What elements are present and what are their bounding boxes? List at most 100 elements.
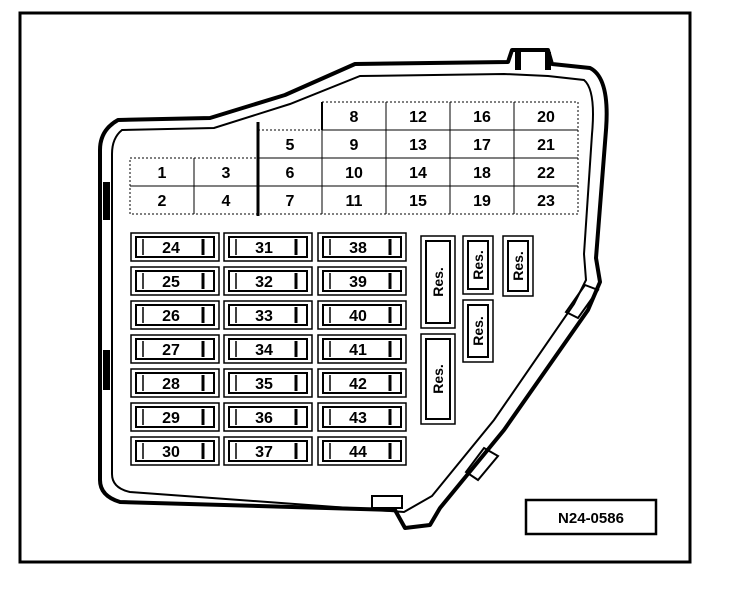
fuse-body bbox=[228, 304, 308, 326]
relay-number: 9 bbox=[350, 137, 359, 154]
fuse-body bbox=[322, 236, 402, 258]
fuse-body bbox=[135, 304, 215, 326]
reserve-label: Res. bbox=[510, 251, 526, 281]
relay-number: 4 bbox=[222, 193, 231, 210]
reserve-body bbox=[467, 240, 489, 290]
fuse-body bbox=[135, 440, 215, 462]
fuse-area: 2425262728293031323334353637383940414243… bbox=[130, 232, 407, 466]
relay-number: 3 bbox=[222, 165, 231, 182]
relay-cell bbox=[513, 185, 579, 215]
fuse-number: 32 bbox=[255, 274, 273, 291]
fuse-number: 37 bbox=[255, 444, 273, 461]
fuse-slot bbox=[130, 232, 220, 262]
fuse-body bbox=[322, 440, 402, 462]
reserve-body bbox=[425, 240, 451, 324]
reserve-body bbox=[507, 240, 529, 292]
relay-number: 23 bbox=[537, 193, 555, 210]
fuse-number: 28 bbox=[162, 376, 180, 393]
reserve-area: Res. Res. Res. Res. Res. bbox=[420, 235, 534, 425]
fuse-body bbox=[135, 270, 215, 292]
reserve-label: Res. bbox=[470, 316, 486, 346]
fuse-slot bbox=[130, 402, 220, 432]
housing-clip-top bbox=[515, 52, 521, 70]
reserve-slot bbox=[462, 235, 494, 295]
fuse-slot bbox=[223, 300, 313, 330]
relay-number: 7 bbox=[286, 193, 295, 210]
fuse-body bbox=[135, 338, 215, 360]
relay-number: 22 bbox=[537, 165, 555, 182]
fuse-number: 31 bbox=[255, 240, 273, 257]
fuse-body bbox=[228, 236, 308, 258]
relay-number: 12 bbox=[409, 109, 427, 126]
fuse-slot bbox=[223, 266, 313, 296]
housing-clip-right-upper bbox=[564, 283, 600, 320]
fuse-slot bbox=[223, 232, 313, 262]
fuse-slot bbox=[223, 368, 313, 398]
fuse-body bbox=[322, 304, 402, 326]
relay-number: 6 bbox=[286, 165, 295, 182]
fuse-number: 30 bbox=[162, 444, 180, 461]
relay-number: 2 bbox=[158, 193, 167, 210]
fuse-number: 25 bbox=[162, 274, 180, 291]
fuse-number: 29 bbox=[162, 410, 180, 427]
fuse-slot bbox=[317, 266, 407, 296]
fuse-number: 40 bbox=[349, 308, 367, 325]
relay-number: 19 bbox=[473, 193, 491, 210]
code-label-box bbox=[524, 498, 658, 536]
fuse-body bbox=[228, 338, 308, 360]
fuse-body bbox=[228, 270, 308, 292]
relay-number: 8 bbox=[350, 109, 359, 126]
fuse-body bbox=[135, 372, 215, 394]
fuse-body bbox=[228, 372, 308, 394]
outer-frame bbox=[18, 11, 692, 564]
code-label: N24-0586 bbox=[558, 510, 624, 527]
fuse-slot bbox=[130, 300, 220, 330]
relay-number: 16 bbox=[473, 109, 491, 126]
fuse-box-housing bbox=[98, 48, 609, 530]
fuse-body bbox=[322, 270, 402, 292]
fuse-slot bbox=[130, 266, 220, 296]
fuse-body bbox=[135, 406, 215, 428]
housing-clip-top-right bbox=[545, 52, 551, 70]
relay-number: 17 bbox=[473, 137, 491, 154]
fuse-slot bbox=[317, 232, 407, 262]
fuse-body bbox=[322, 406, 402, 428]
fuse-number: 27 bbox=[162, 342, 180, 359]
fuse-body bbox=[322, 338, 402, 360]
fuse-number: 26 bbox=[162, 308, 180, 325]
housing-clip-bottom bbox=[371, 495, 403, 509]
fuse-box-inner-wall bbox=[111, 72, 594, 514]
fuse-number: 39 bbox=[349, 274, 367, 291]
fuse-slot bbox=[223, 436, 313, 466]
relay-number: 20 bbox=[537, 109, 555, 126]
fuse-slot bbox=[317, 436, 407, 466]
reserve-label: Res. bbox=[430, 267, 446, 297]
fuse-body bbox=[228, 440, 308, 462]
fuse-number: 36 bbox=[255, 410, 273, 427]
fuse-number: 24 bbox=[162, 240, 180, 257]
relay-number: 21 bbox=[537, 137, 555, 154]
fuse-slot bbox=[317, 402, 407, 432]
fuse-number: 34 bbox=[255, 342, 273, 359]
fuse-number: 42 bbox=[349, 376, 367, 393]
relay-number: 1 bbox=[158, 165, 167, 182]
fuse-body bbox=[135, 236, 215, 258]
fuse-number: 33 bbox=[255, 308, 273, 325]
fuse-slot bbox=[317, 334, 407, 364]
reserve-body bbox=[425, 338, 451, 420]
relay-number: 10 bbox=[345, 165, 363, 182]
fuse-body bbox=[228, 406, 308, 428]
relay-number: 5 bbox=[286, 137, 295, 154]
reserve-label: Res. bbox=[470, 250, 486, 280]
relay-number: 13 bbox=[409, 137, 427, 154]
fuse-number: 41 bbox=[349, 342, 367, 359]
fuse-slot bbox=[317, 368, 407, 398]
fuse-slot bbox=[130, 368, 220, 398]
fuse-number: 44 bbox=[349, 444, 367, 461]
reserve-label: Res. bbox=[430, 364, 446, 394]
reserve-slot bbox=[462, 299, 494, 363]
fuse-slot bbox=[223, 334, 313, 364]
